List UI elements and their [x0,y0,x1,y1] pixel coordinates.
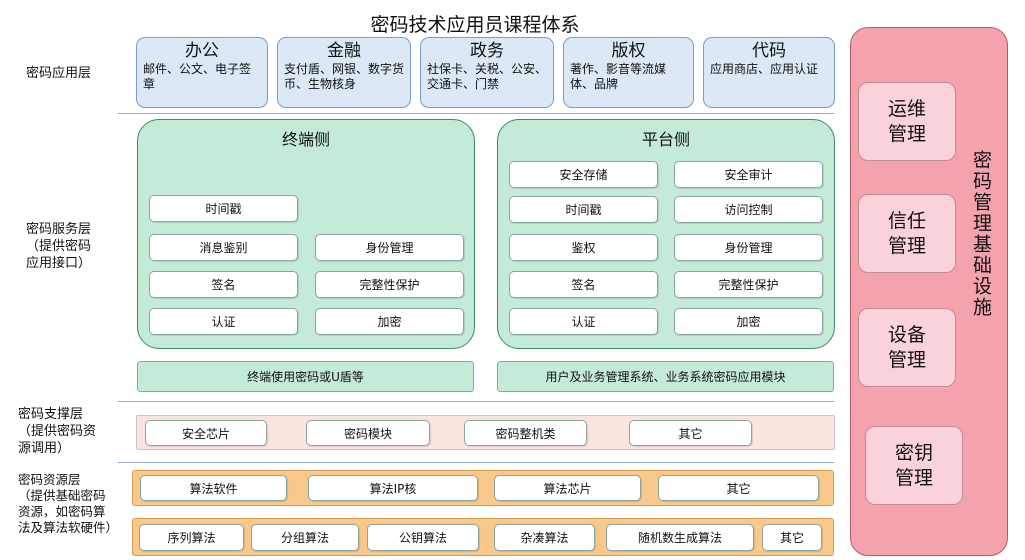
platform-item: 身份管理 [674,234,823,261]
separator-line [118,401,834,402]
platform-bar: 用户及业务管理系统、业务系统密码应用模块 [497,361,834,392]
app-box-desc: 支付盾、网银、数字货币、生物核身 [284,62,405,91]
resource-item: 其它 [658,475,819,501]
app-box-finance: 金融 支付盾、网银、数字货币、生物核身 [277,37,411,108]
terminal-item: 时间戳 [149,195,298,222]
layer-label-resource: 密码资源层 （提供基础密码 资源，如密码算 法及算法软硬件） [18,472,119,535]
app-box-copyright: 版权 著作、影音等流媒体、品牌 [563,37,694,108]
resource-item: 算法IP核 [308,475,478,501]
platform-item: 加密 [674,308,823,335]
platform-item: 签名 [509,271,658,298]
terminal-item: 加密 [315,308,464,335]
app-box-government: 政务 社保卡、关税、公安、交通卡、门禁 [420,37,554,108]
terminal-item: 签名 [149,271,298,298]
resource-algorithm: 序列算法 [139,524,244,551]
resource-item: 算法芯片 [494,475,641,501]
app-box-desc: 应用商店、应用认证 [710,62,819,76]
layer-label-app: 密码应用层 [26,66,92,81]
app-box-code: 代码 应用商店、应用认证 [703,37,835,108]
terminal-item: 认证 [149,308,298,335]
resource-algorithm: 随机数生成算法 [606,524,754,551]
infra-trust-box: 信任 管理 [858,194,956,273]
support-item: 密码整机类 [464,420,587,446]
app-box-office: 办公 邮件、公文、电子签章 [136,37,268,108]
platform-item: 鉴权 [509,234,658,261]
platform-side-title: 平台侧 [641,130,690,149]
support-item: 安全芯片 [145,420,267,446]
diagram-title: 密码技术应用员课程体系 [370,14,580,36]
app-box-title: 代码 [752,41,786,61]
resource-algorithm: 其它 [762,524,822,551]
terminal-item: 完整性保护 [315,271,464,298]
support-item: 其它 [629,420,752,446]
infra-key-box: 密钥 管理 [865,426,963,505]
platform-item: 完整性保护 [674,271,823,298]
platform-item: 安全存储 [509,161,658,188]
infra-label: 密码管理基础设施 [970,150,992,318]
support-item: 密码模块 [306,420,430,446]
separator-line [118,462,834,463]
layer-label-support: 密码支撑层 （提供密码资 源调用） [18,407,97,456]
app-box-desc: 邮件、公文、电子签章 [143,62,252,91]
app-box-title: 金融 [327,41,361,61]
layer-label-service: 密码服务层 （提供密码 应用接口） [26,222,92,271]
terminal-item: 消息鉴别 [149,234,298,261]
infra-device-box: 设备 管理 [858,308,956,387]
separator-line [118,113,834,114]
terminal-item: 身份管理 [315,234,464,261]
platform-item: 访问控制 [674,196,823,223]
resource-algorithm: 杂凑算法 [494,524,595,551]
app-box-desc: 社保卡、关税、公安、交通卡、门禁 [427,62,548,91]
resource-algorithm: 分组算法 [251,524,359,551]
terminal-side-title: 终端侧 [281,130,330,149]
app-box-title: 政务 [470,41,504,61]
platform-item: 安全审计 [674,161,823,188]
app-box-title: 办公 [185,41,219,61]
platform-item: 认证 [509,308,658,335]
platform-item: 时间戳 [509,196,658,223]
app-box-title: 版权 [611,41,646,61]
terminal-bar: 终端使用密码或U盾等 [137,361,474,392]
resource-algorithm: 公钥算法 [367,524,479,551]
resource-item: 算法软件 [140,475,287,501]
infra-ops-box: 运维 管理 [858,82,956,161]
app-box-desc: 著作、影音等流媒体、品牌 [570,62,667,91]
